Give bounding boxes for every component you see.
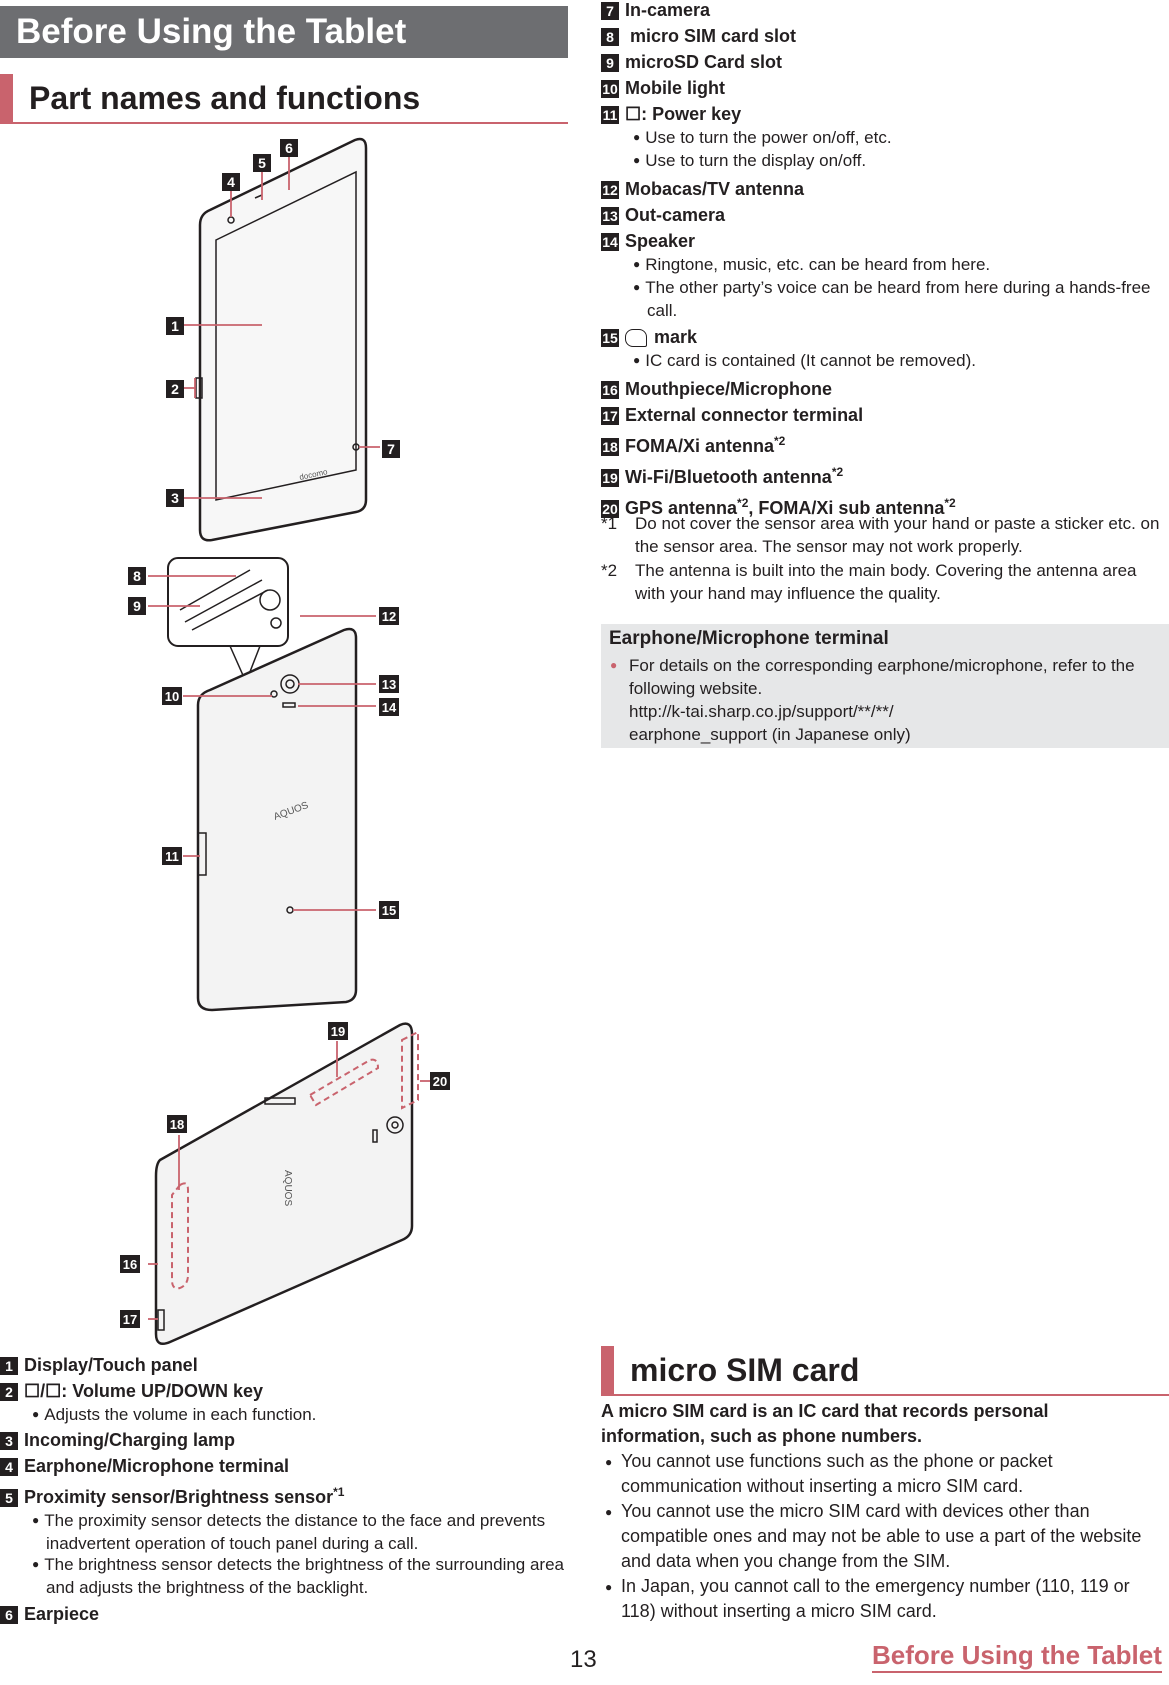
callout-3: 3: [171, 490, 179, 506]
part-2-bullet: Adjusts the volume in each function.: [26, 1404, 568, 1427]
callout-2: 2: [171, 381, 179, 397]
footer-title[interactable]: Before Using the Tablet: [872, 1640, 1162, 1673]
sim-bullet-2: You cannot use the micro SIM card with d…: [601, 1499, 1151, 1574]
device-illustration: docomo AQUOS AQUOS 1 2 3 4 5 6 7 8 9 10: [120, 137, 450, 1345]
callout-1: 1: [171, 318, 179, 334]
callout-14: 14: [382, 700, 397, 715]
callout-8: 8: [133, 568, 141, 584]
callout-6: 6: [285, 140, 293, 156]
info-box: Earphone/Microphone terminal For details…: [601, 624, 1169, 748]
part-11-bullet-2: Use to turn the display on/off.: [627, 150, 1169, 173]
part-5-bullet-2: The brightness sensor detects the bright…: [26, 1554, 568, 1598]
sim-section-title: micro SIM card: [601, 1346, 1169, 1396]
info-box-bullet: For details on the corresponding earphon…: [601, 654, 1169, 700]
callout-labels: 1 2 3 4 5 6 7 8 9 10 11 12 13 14 15 16 1…: [120, 139, 450, 1328]
callout-9: 9: [133, 598, 141, 614]
callout-19: 19: [331, 1024, 345, 1039]
callout-18: 18: [170, 1117, 184, 1132]
part-item-15: 15 mark: [601, 327, 698, 348]
callout-15: 15: [382, 903, 396, 918]
part-14-bullet-1: Ringtone, music, etc. can be heard from …: [627, 254, 1169, 277]
info-box-url[interactable]: http://k-tai.sharp.co.jp/support/**/**/: [629, 702, 894, 721]
callout-13: 13: [382, 677, 396, 692]
part-item-8: 8 micro SIM card slot: [601, 23, 1169, 49]
part-11-bullet-1: Use to turn the power on/off, etc.: [627, 127, 1169, 150]
felica-mark-icon: [625, 329, 647, 348]
sim-bullet-1: You cannot use functions such as the pho…: [601, 1449, 1101, 1499]
callout-16: 16: [123, 1257, 137, 1272]
callout-20: 20: [433, 1074, 447, 1089]
callout-17: 17: [123, 1312, 137, 1327]
page-number: 13: [570, 1646, 597, 1673]
callout-12: 12: [382, 609, 396, 624]
header-banner: Before Using the Tablet: [0, 6, 568, 58]
part-item-11: 11☐: Power key: [601, 104, 742, 125]
section-title: Part names and functions: [0, 74, 568, 124]
info-box-url-cont[interactable]: earphone_support (in Japanese only): [629, 725, 911, 744]
sim-bullet-3: In Japan, you cannot call to the emergen…: [601, 1574, 1169, 1624]
sim-section: A micro SIM card is an IC card that reco…: [601, 1399, 1169, 1624]
callout-11: 11: [165, 849, 179, 864]
callout-7: 7: [387, 441, 395, 457]
callout-5: 5: [258, 155, 266, 171]
part-15-bullet: IC card is contained (It cannot be remov…: [627, 350, 1169, 373]
part-14-bullet-2: The other party’s voice can be heard fro…: [627, 277, 1169, 321]
sim-intro: A micro SIM card is an IC card that reco…: [601, 1401, 1049, 1446]
callout-4: 4: [227, 174, 235, 190]
part-item-2: 2☐/☐: Volume UP/DOWN key: [0, 1378, 568, 1404]
callout-10: 10: [165, 689, 179, 704]
info-box-title: Earphone/Microphone terminal: [609, 628, 889, 649]
aquos-side-print: AQUOS: [282, 1170, 293, 1206]
part-5-bullet-1: The proximity sensor detects the distanc…: [26, 1510, 568, 1554]
